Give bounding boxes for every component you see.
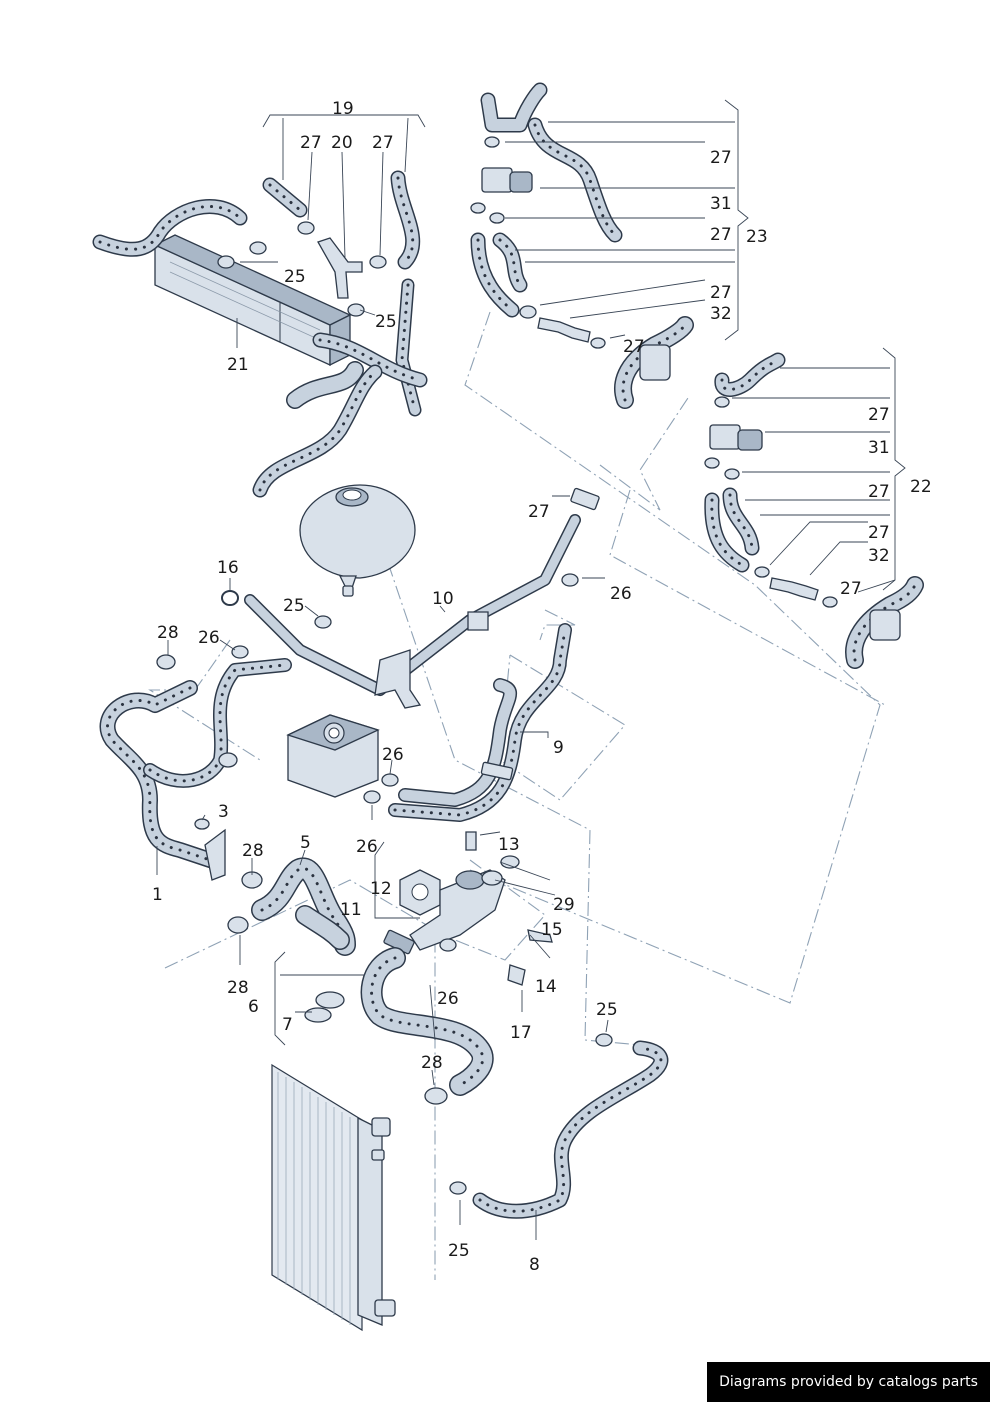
callout-28: 28 [421, 1053, 443, 1073]
callout-31: 31 [710, 194, 732, 214]
callout-27: 27 [528, 502, 550, 522]
callout-10: 10 [432, 589, 454, 609]
callout-26: 26 [198, 628, 220, 648]
callout-26: 26 [382, 745, 404, 765]
valve-group-22 [704, 352, 924, 669]
callout-8: 8 [529, 1255, 540, 1275]
callout-29: 29 [553, 895, 575, 915]
thermostat-housing [383, 831, 553, 986]
expansion-tank [299, 484, 416, 597]
callout-27: 27 [710, 283, 732, 303]
callout-3: 3 [218, 802, 229, 822]
radiator [271, 1063, 396, 1332]
callout-6: 6 [248, 997, 259, 1017]
hoses-group-19 [92, 170, 428, 498]
callout-12: 12 [370, 879, 392, 899]
callout-9: 9 [553, 738, 564, 758]
callout-25: 25 [375, 312, 397, 332]
callout-27: 27 [868, 523, 890, 543]
hose-8 [449, 1033, 669, 1219]
callout-25: 25 [283, 596, 305, 616]
callout-14: 14 [535, 977, 557, 997]
callout-28: 28 [157, 623, 179, 643]
callout-26: 26 [356, 837, 378, 857]
callout-31: 31 [868, 438, 890, 458]
hose-1 [99, 654, 292, 881]
leader-lines [156, 99, 906, 1240]
callout-27: 27 [710, 148, 732, 168]
callout-labels: 19 27 20 27 25 25 21 27 31 27 23 27 32 2… [152, 99, 932, 1275]
hose-5-and-11 [227, 857, 356, 956]
callout-28: 28 [227, 978, 249, 998]
callout-32: 32 [710, 304, 732, 324]
callout-13: 13 [498, 835, 520, 855]
hose-6 [304, 947, 494, 1105]
callout-27: 27 [372, 133, 394, 153]
callout-5: 5 [300, 833, 311, 853]
group-boundaries [148, 311, 886, 1280]
callout-27: 27 [300, 133, 322, 153]
callout-20: 20 [331, 133, 353, 153]
callout-25: 25 [284, 267, 306, 287]
callout-16: 16 [217, 558, 239, 578]
coolant-pipe-10 [221, 487, 600, 709]
callout-1: 1 [152, 885, 163, 905]
callout-15: 15 [541, 920, 563, 940]
callout-27: 27 [840, 579, 862, 599]
callout-22: 22 [910, 477, 932, 497]
callout-25: 25 [596, 1000, 618, 1020]
diagram-credit-badge: Diagrams provided by catalogs parts [707, 1362, 990, 1402]
callout-27: 27 [868, 482, 890, 502]
oil-cooler [286, 714, 399, 804]
coolant-pipe-9 [388, 623, 572, 822]
callout-7: 7 [282, 1015, 293, 1035]
valve-group-23 [470, 82, 694, 409]
callout-26: 26 [437, 989, 459, 1009]
callout-26: 26 [610, 584, 632, 604]
callout-28: 28 [242, 841, 264, 861]
callout-27: 27 [868, 405, 890, 425]
callout-23: 23 [746, 227, 768, 247]
callout-27: 27 [623, 337, 645, 357]
callout-17: 17 [510, 1023, 532, 1043]
callout-11: 11 [340, 900, 362, 920]
callout-32: 32 [868, 546, 890, 566]
callout-19: 19 [332, 99, 354, 119]
callout-21: 21 [227, 355, 249, 375]
callout-25: 25 [448, 1241, 470, 1261]
callout-27: 27 [710, 225, 732, 245]
